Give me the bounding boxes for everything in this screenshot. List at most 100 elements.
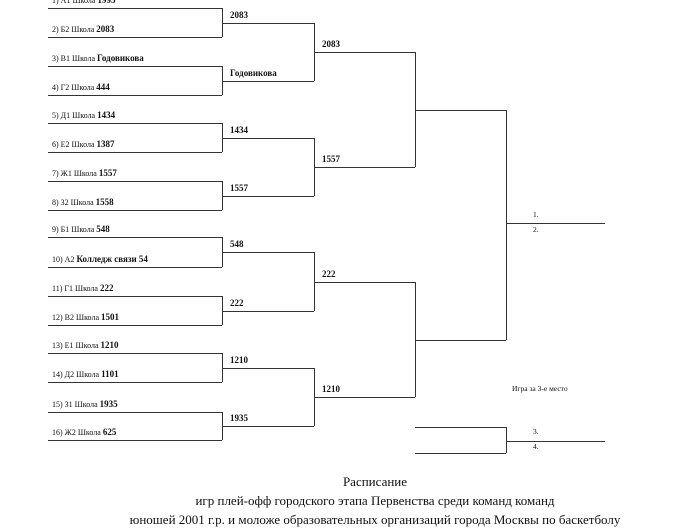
team-line (48, 296, 222, 298)
team-entry: 2) Б2 Школа 2083 (52, 24, 114, 34)
team-name: Колледж связи 54 (76, 254, 148, 264)
team-prefix: 8) З2 Школа (52, 198, 94, 207)
round3-line (314, 52, 415, 54)
bracket-connector (222, 181, 224, 210)
final-line (506, 223, 605, 225)
team-line (48, 353, 222, 355)
team-name: 1387 (96, 139, 115, 149)
team-line (48, 152, 222, 154)
team-entry: 8) З2 Школа 1558 (52, 197, 114, 207)
team-line (48, 210, 222, 212)
team-name: 1935 (99, 399, 118, 409)
round2-line (222, 138, 314, 140)
team-prefix: 15) З1 Школа (52, 400, 98, 409)
team-name: 1501 (101, 312, 119, 322)
round2-line (222, 426, 314, 428)
semifinal-line (415, 340, 506, 342)
round2-line (222, 196, 314, 198)
semifinal-line (415, 110, 506, 112)
team-name: 625 (102, 427, 117, 437)
bracket-connector (415, 282, 417, 397)
team-entry: 6) Е2 Школа 1387 (52, 139, 115, 149)
team-entry: 7) Ж1 Школа 1557 (52, 168, 117, 178)
round3-winner: 2083 (322, 39, 340, 49)
team-line (48, 382, 222, 384)
team-line (48, 267, 222, 269)
team-line (48, 66, 222, 68)
bracket-connector (222, 296, 224, 325)
caption-line-3: юношей 2001 г.р. и моложе образовательны… (129, 512, 621, 527)
team-line (48, 440, 222, 442)
team-entry: 5) Д1 Школа 1434 (52, 110, 115, 120)
team-prefix: 14) Д2 Школа (52, 370, 100, 379)
team-name: 1101 (101, 369, 119, 379)
round2-winner: 1210 (230, 355, 248, 365)
bracket-connector (506, 427, 508, 453)
team-prefix: 6) Е2 Школа (52, 140, 95, 149)
team-prefix: 11) Г1 Школа (52, 284, 98, 293)
team-name: Годовикова (97, 53, 144, 63)
team-entry: 1) А1 Школа 1995 (52, 0, 115, 5)
bracket-connector (314, 252, 316, 311)
team-line (48, 95, 222, 97)
team-name: 2083 (96, 24, 115, 34)
team-prefix: 12) В2 Школа (52, 313, 99, 322)
round3-winner: 1557 (322, 154, 340, 164)
round3-winner: 222 (322, 269, 336, 279)
team-entry: 13) Е1 Школа 1210 (52, 340, 119, 350)
round2-line (222, 252, 314, 254)
caption-title: Расписание (342, 474, 408, 489)
round3-line (314, 282, 415, 284)
round2-winner: Годовикова (230, 68, 277, 78)
team-prefix: 10) А2 (52, 255, 75, 264)
team-entry: 16) Ж2 Школа 625 (52, 427, 116, 437)
round3-winner: 1210 (322, 384, 340, 394)
team-entry: 4) Г2 Школа 444 (52, 82, 110, 92)
team-name: 444 (96, 82, 110, 92)
final-first-place-label: 1. (533, 210, 539, 219)
team-prefix: 13) Е1 Школа (52, 341, 99, 350)
third-place-title: Игра за 3-е место (512, 384, 568, 393)
team-prefix: 1) А1 Школа (52, 0, 96, 5)
schedule-caption: Расписание игр плей-офф городского этапа… (0, 472, 700, 529)
team-name: 1558 (95, 197, 114, 207)
team-prefix: 4) Г2 Школа (52, 83, 95, 92)
round2-winner: 1557 (230, 183, 248, 193)
team-entry: 3) В1 Школа Годовикова (52, 53, 144, 63)
team-prefix: 7) Ж1 Школа (52, 169, 97, 178)
team-line (48, 325, 222, 327)
round2-line (222, 368, 314, 370)
team-prefix: 2) Б2 Школа (52, 25, 95, 34)
round2-line (222, 81, 314, 83)
team-name: 1995 (97, 0, 116, 5)
team-entry: 14) Д2 Школа 1101 (52, 369, 119, 379)
bracket-connector (222, 8, 224, 37)
team-line (48, 123, 222, 125)
final-second-place-label: 2. (533, 225, 539, 234)
team-line (48, 8, 222, 10)
team-entry: 10) А2 Колледж связи 54 (52, 254, 148, 264)
team-name: 222 (99, 283, 114, 293)
round2-winner: 222 (230, 298, 244, 308)
team-entry: 11) Г1 Школа 222 (52, 283, 113, 293)
bracket-connector (222, 123, 224, 152)
third-place-label: 3. (533, 427, 539, 436)
team-name: 548 (96, 224, 110, 234)
team-entry: 9) Б1 Школа 548 (52, 224, 110, 234)
team-prefix: 5) Д1 Школа (52, 111, 96, 120)
team-name: 1210 (100, 340, 119, 350)
third-place-line (415, 427, 506, 429)
round3-line (314, 167, 415, 169)
team-prefix: 9) Б1 Школа (52, 225, 95, 234)
team-prefix: 16) Ж2 Школа (52, 428, 101, 437)
team-line (48, 181, 222, 183)
bracket-connector (222, 353, 224, 382)
bracket-connector (415, 52, 417, 167)
bracket-connector (222, 66, 224, 95)
team-line (48, 37, 222, 39)
round2-line (222, 311, 314, 313)
round2-winner: 1935 (230, 413, 248, 423)
team-entry: 15) З1 Школа 1935 (52, 399, 118, 409)
team-entry: 12) В2 Школа 1501 (52, 312, 119, 322)
third-place-line (415, 453, 506, 455)
